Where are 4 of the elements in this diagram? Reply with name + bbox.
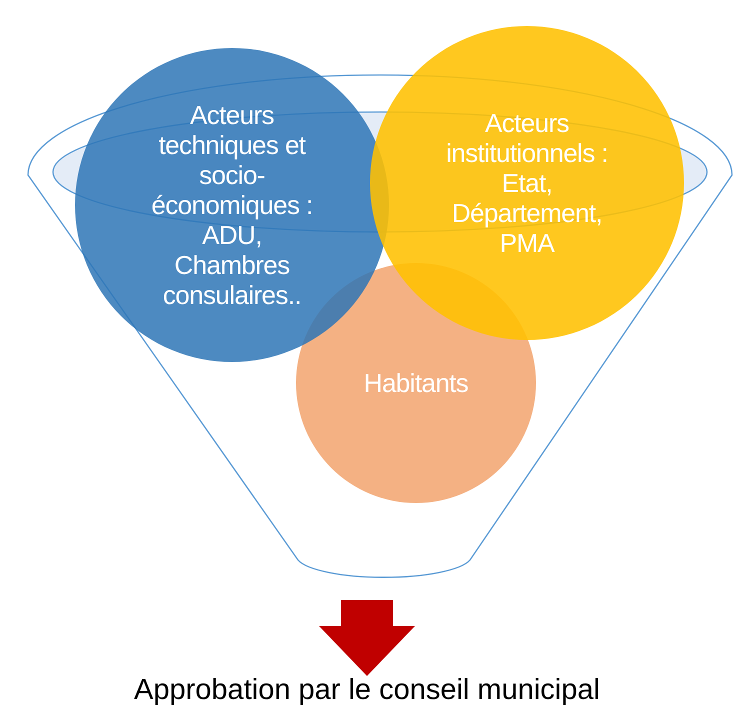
- circle-label: Acteurs institutionnels : Etat, Département, PMA: [445, 108, 609, 258]
- result-text: Approbation par le conseil municipal: [67, 674, 667, 712]
- circle-label: Habitants: [362, 368, 470, 398]
- circle-label: Acteurs techniques et socio-économiques : ADU, Chambres consulaires..: [150, 100, 314, 310]
